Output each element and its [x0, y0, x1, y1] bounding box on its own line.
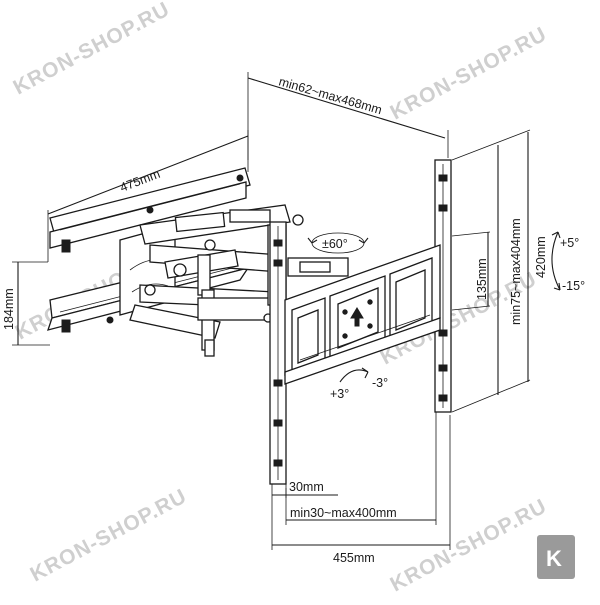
- logo-letter: K: [546, 546, 562, 571]
- small-spacing-label: 135mm: [475, 258, 489, 300]
- watermark: KRON-SHOP.RU: [10, 0, 174, 99]
- dimension-labels: min62~max468mm 475mm 184mm ±60° min75~ma…: [2, 74, 585, 565]
- swivel-label: ±60°: [322, 237, 348, 251]
- tilt-up-label: +5°: [560, 236, 579, 250]
- dimension-lines: [12, 72, 531, 550]
- watermark: KRON-SHOP.RU: [387, 23, 551, 125]
- level-plus-label: +3°: [330, 387, 349, 401]
- tilt-down-label: -15°: [562, 279, 585, 293]
- rotation-arrows: [307, 231, 561, 383]
- wall-plate-height-label: 184mm: [2, 288, 16, 330]
- shop-logo: K: [537, 535, 575, 579]
- watermark: KRON-SHOP.RU: [27, 485, 191, 587]
- plate-width-label: 455mm: [333, 551, 375, 565]
- arm-depth-label: min62~max468mm: [277, 74, 383, 117]
- plate-height-label: 420mm: [534, 236, 548, 278]
- vesa-horizontal-label: min30~max400mm: [290, 506, 397, 520]
- level-minus-label: -3°: [372, 376, 388, 390]
- tv-interface: [269, 159, 452, 485]
- rail-width-label: 30mm: [289, 480, 324, 494]
- vesa-vertical-label: min75~max404mm: [509, 218, 523, 325]
